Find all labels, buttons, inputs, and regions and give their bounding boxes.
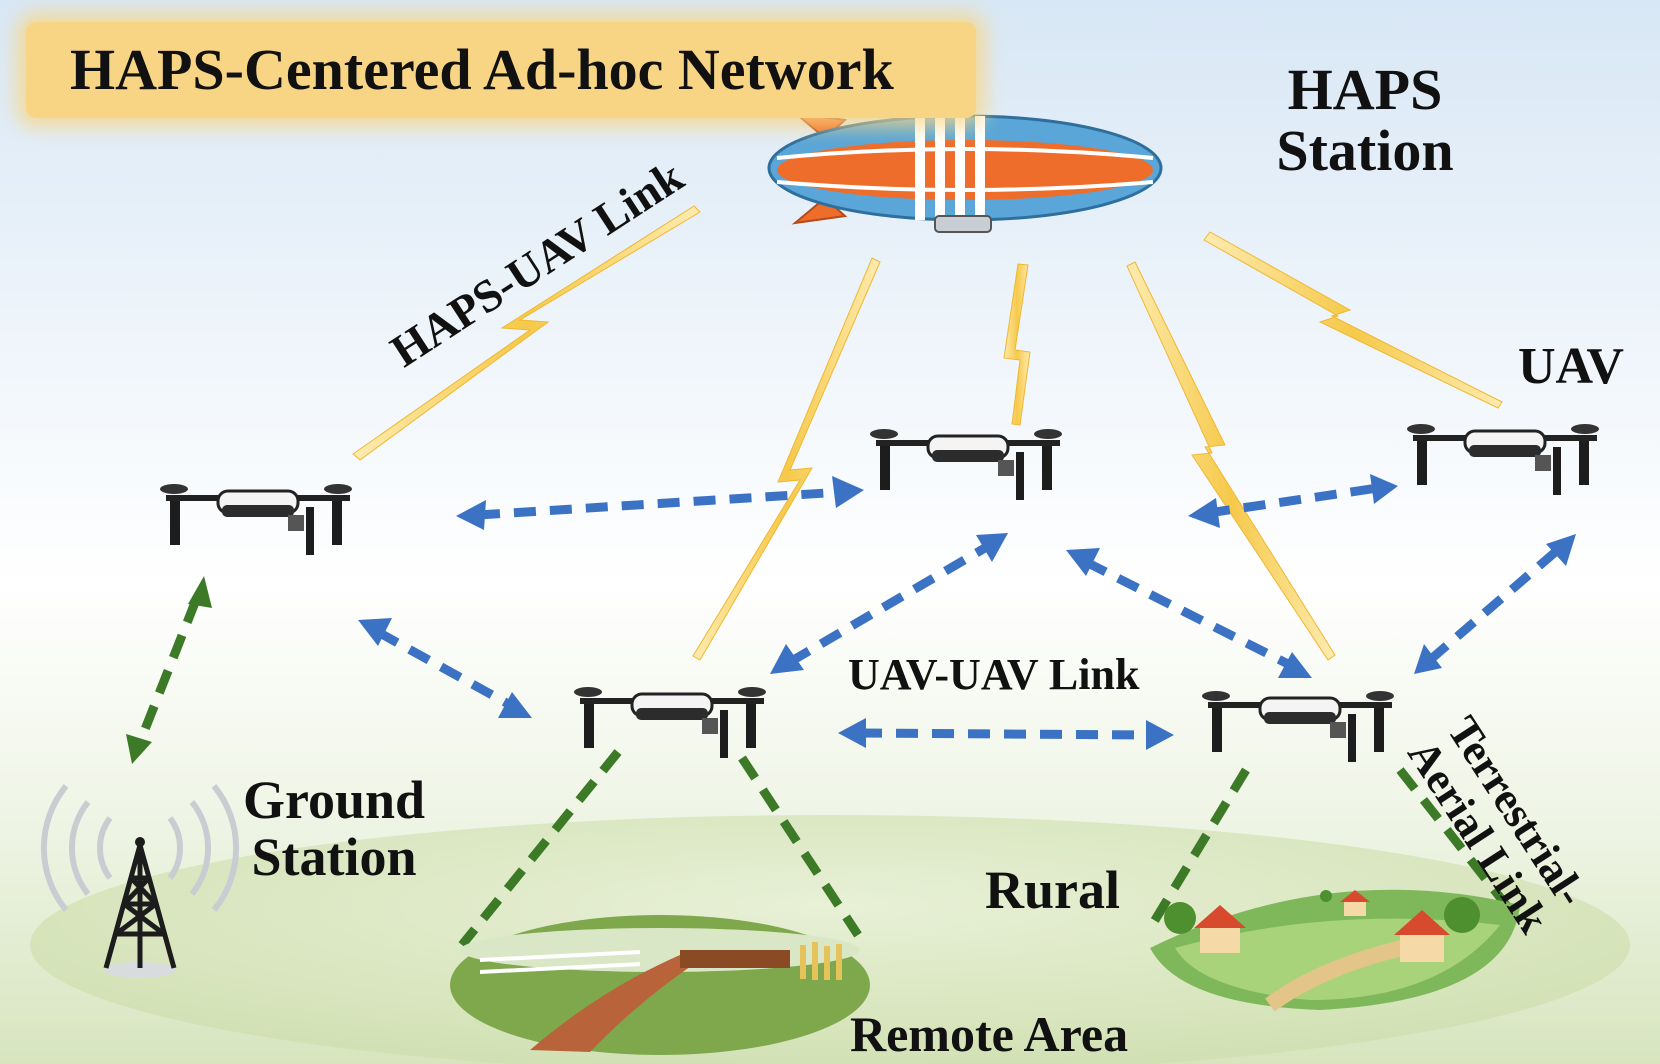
drone-icon xyxy=(1407,424,1599,495)
uav-link-g xyxy=(1427,544,1563,664)
arrowhead xyxy=(126,734,152,764)
arrowhead xyxy=(976,533,1008,562)
uav-link-arrowheads xyxy=(358,474,1576,750)
ground-station-label: Ground Station xyxy=(224,772,444,885)
arrowhead xyxy=(770,644,804,674)
rural-cone-left xyxy=(1148,767,1250,928)
arrowhead xyxy=(498,692,532,718)
haps-station-label-line2: Station xyxy=(1276,117,1454,183)
drone-icon xyxy=(870,429,1062,500)
lightning-link-1 xyxy=(352,205,701,461)
arrowhead xyxy=(1414,644,1442,674)
uav-link-f xyxy=(1207,483,1379,518)
remote-area-label: Remote Area xyxy=(850,1006,1129,1062)
house xyxy=(1340,890,1370,916)
farm-cone-left xyxy=(458,749,622,948)
haps-uav-links xyxy=(352,205,1503,661)
arrowhead xyxy=(188,576,212,608)
arrowhead xyxy=(1546,534,1576,566)
uav-link-e xyxy=(1083,557,1293,670)
rural-cone-right xyxy=(1396,767,1514,913)
uav-link-a xyxy=(477,487,843,520)
lightning-link-4 xyxy=(1126,261,1336,661)
drone-icon xyxy=(160,484,352,555)
haps-station-label-line1: HAPS xyxy=(1287,57,1443,122)
farmland-icon xyxy=(450,915,870,1055)
house xyxy=(1194,905,1246,953)
diagram-title: HAPS-Centered Ad-hoc Network xyxy=(70,37,894,102)
arrowhead xyxy=(358,618,392,646)
uav-label: UAV xyxy=(1518,338,1624,395)
blimp-icon xyxy=(767,111,1163,233)
arrowhead xyxy=(1146,720,1174,750)
uav-link-b xyxy=(375,628,515,710)
drone-icon xyxy=(574,687,766,758)
uav-uav-link-label: UAV-UAV Link xyxy=(848,650,1140,699)
arrowhead xyxy=(1370,474,1398,504)
title-banner xyxy=(26,22,976,118)
arrowhead xyxy=(838,718,866,748)
lightning-link-3 xyxy=(1003,263,1031,426)
arrowhead xyxy=(456,500,486,530)
lightning-link-5 xyxy=(1203,231,1503,409)
uav-link-d xyxy=(859,728,1153,740)
drone-icon xyxy=(1202,691,1394,762)
arrowhead xyxy=(1066,548,1100,576)
village-icon xyxy=(1150,889,1520,1012)
radio-tower-icon xyxy=(40,784,240,978)
lightning-link-2 xyxy=(692,257,881,661)
rural-label: Rural xyxy=(985,860,1120,920)
ground-link-arrowheads xyxy=(126,576,212,764)
terrestrial-aerial-links xyxy=(135,598,1514,948)
ground-station-label-line1: Ground xyxy=(242,770,426,830)
arrowhead xyxy=(1188,498,1220,528)
ground-uav-link xyxy=(135,598,201,744)
house xyxy=(1394,910,1450,962)
uav-link-c xyxy=(787,541,993,666)
arrowhead xyxy=(832,476,864,508)
uav-uav-links xyxy=(375,483,1563,740)
haps-station-label: HAPS Station xyxy=(1260,57,1470,183)
ground-station-label-line2: Station xyxy=(251,826,417,887)
arrowhead xyxy=(1278,652,1312,678)
